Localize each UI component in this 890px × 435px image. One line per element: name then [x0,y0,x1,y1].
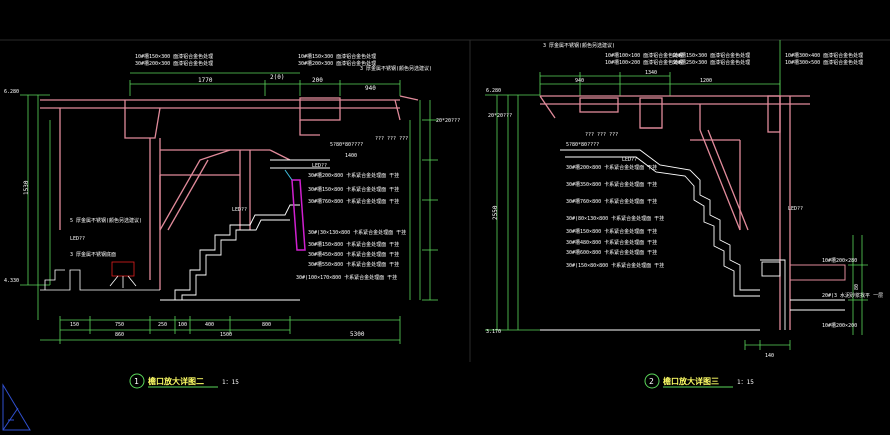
detail1-note-top-4: 30#槽200×300 面漆铝合金色处理 [298,60,376,67]
detail1-bdim-800: 800 [262,322,271,328]
detail2-dim-2550: 2550 [492,205,499,220]
detail1-bdim-400: 400 [205,322,214,328]
detail2-note-top-5: 30#槽250×300 面漆铝合金色处理 [672,59,750,66]
detail1-note-led-3: LED?? [70,236,85,242]
detail1-bdim-860: 860 [115,332,124,338]
detail2-note-l: 20#(3 水泥砂浆找平 一层 [822,292,883,299]
ucs-triangle-icon [2,383,31,431]
detail1-title: 檐口放大详图二 [148,376,204,386]
detail1-annotation-group: ??? ??? ??? 5?80*80???? 1400 LED?? 30#槽2… [70,136,408,281]
detail2-note-h: 30#槽480×800 卡系紧合金处理面 干挂 [566,239,657,246]
detail1-note-led-2: LED?? [232,207,247,213]
detail2-note-top-4: 10#槽150×300 面漆铝合金色处理 [672,52,750,59]
detail2-scale: 1：15 [737,379,754,386]
detail2-note-top-7: 10#槽300×500 面漆铝合金色处理 [785,59,863,66]
detail2-note-g: 30#槽150×800 卡系紧合金处理面 干挂 [566,228,657,235]
detail2-note-f: 30#(80×130×800 卡系紧合金处理面 干挂 [566,215,664,222]
detail1-bdim-1500: 1500 [220,332,232,338]
detail1-elev-top: 6.280 [4,89,19,95]
detail2-note-top-6: 10#槽300×400 面漆铝合金色处理 [785,52,863,59]
detail1-note-g: 30#槽150×800 卡系紧合金处理面 干挂 [308,241,399,248]
detail1-led-strip [291,179,306,251]
detail-2: 940 1200 1340 3 厚金属不锈钢(颜色另选建议) 10#槽100×1… [485,40,883,389]
detail2-dim-1200: 1200 [700,78,712,84]
detail1-note-led-1: LED?? [312,163,327,169]
detail2-dim-80: 80 [854,284,860,290]
detail1-bdim-750: 750 [115,322,124,328]
detail2-dim-140: 140 [765,353,774,359]
detail2-note-b: 5?80*80???? [566,142,599,148]
detail2-note-e: 30#槽760×800 卡系紧合金处理面 干挂 [566,198,657,205]
detail2-elev-bottom: 3.170 [486,329,501,335]
detail2-note-top-3: 10#槽100×200 面漆铝合金色处理 [605,59,683,66]
detail2-number-circle [644,373,660,389]
detail2-note-a: ??? ??? ??? [585,132,618,138]
detail2-left-dimension [485,94,540,331]
detail1-elev-bottom: 4.330 [4,278,19,284]
detail1-note-c: 30#槽200×800 卡系紧合金处理面 干挂 [308,172,399,179]
detail1-number-circle [129,373,145,389]
detail1-bottom-dimension [40,316,401,344]
detail2-roof-outline [539,95,810,330]
detail2-note-c: 30#槽200×800 卡系紧合金处理面 干挂 [566,164,657,171]
detail1-note-top-2: 30#槽200×300 面漆铝合金色处理 [135,60,213,67]
detail1-note-l: 3 厚金属不锈钢底面 [70,251,116,258]
detail1-right-dimension [409,100,438,301]
detail-1: 1770 2(0) 200 940 10#槽150×300 面漆铝合金色处理 3… [4,53,460,389]
detail1-cornice-profile [160,159,330,301]
detail2-number: 2 [649,377,654,386]
detail1-dim-1770: 1770 [198,77,213,84]
detail2-right-dimension [744,235,868,350]
detail2-note-top-2: 10#槽100×100 面漆铝合金色处理 [605,52,683,59]
detail1-dim-2: 2(0) [270,74,284,81]
detail1-note-d: 30#槽150×800 卡系紧合金处理面 干挂 [308,186,399,193]
detail1-note-top-3: 10#槽150×300 面漆铝合金色处理 [298,53,376,60]
detail2-note-led-2: LED?? [788,206,803,212]
detail1-note-1400: 1400 [345,153,357,159]
detail2-note-top-1: 3 厚金属不锈钢(颜色另选建议) [543,42,615,49]
detail1-note-2020: 20*20??? [436,118,460,124]
detail2-note-i: 30#槽600×800 卡系紧合金处理面 干挂 [566,249,657,256]
detail2-note-k: 10#槽200×280 [822,257,857,264]
detail1-bdim-100: 100 [178,322,187,328]
detail1-led-leader [284,169,293,181]
detail1-dim-200: 200 [312,77,323,84]
detail1-note-h: 30#槽450×800 卡系紧合金处理面 干挂 [308,251,399,258]
detail1-base-left [40,261,160,291]
detail1-note-k: 5 厚金属不锈钢(颜色另选建议) [70,217,142,224]
detail2-title: 檐口放大详图三 [663,376,719,386]
detail2-elev-top: 6.280 [486,88,501,94]
detail2-note-2020: 20*20??? [488,113,512,119]
detail1-note-i: 30#槽550×800 卡系紧合金处理面 干挂 [308,261,399,268]
detail2-note-d: 30#槽350×800 卡系紧合金处理面 干挂 [566,181,657,188]
detail1-note-top-5: 3 厚金属不锈钢(颜色另选建议) [360,65,432,72]
detail1-scale: 1：15 [222,379,239,386]
detail1-dim-1530: 1530 [23,180,30,195]
detail2-annotation-group: ??? ??? ??? 5?80*80???? LED?? 30#槽200×80… [566,132,883,329]
detail2-slab-hatch [789,264,846,281]
detail1-dim-940: 940 [365,85,376,92]
detail1-left-dimension [20,94,51,320]
detail1-bdim-5300: 5300 [350,331,365,338]
detail1-top-dimension [129,72,401,96]
detail1-note-f: 30#(30×130×800 卡系紧合金处理面 干挂 [308,229,406,236]
detail2-note-m: 10#槽200×200 [822,322,857,329]
detail1-note-b: 5?80*80???? [330,142,363,148]
detail1-bdim-250: 250 [158,322,167,328]
detail2-top-dimension [539,40,781,96]
detail1-number: 1 [134,377,139,386]
detail1-note-a: ??? ??? ??? [375,136,408,142]
detail2-dim-1340: 1340 [645,70,657,76]
detail1-note-j: 30#(100×170×800 卡系紧合金处理面 干挂 [296,274,397,281]
detail2-dim-940: 940 [575,78,584,84]
detail1-bdim-150: 150 [70,322,79,328]
detail2-note-led-1: LED?? [622,157,637,163]
detail1-roof-outline [40,95,419,290]
detail2-note-j: 30#(150×80×800 卡系紧合金处理面 干挂 [566,262,664,269]
detail1-note-top-1: 10#槽150×300 面漆铝合金色处理 [135,53,213,60]
detail1-note-e: 30#槽760×800 卡系紧合金处理面 干挂 [308,198,399,205]
